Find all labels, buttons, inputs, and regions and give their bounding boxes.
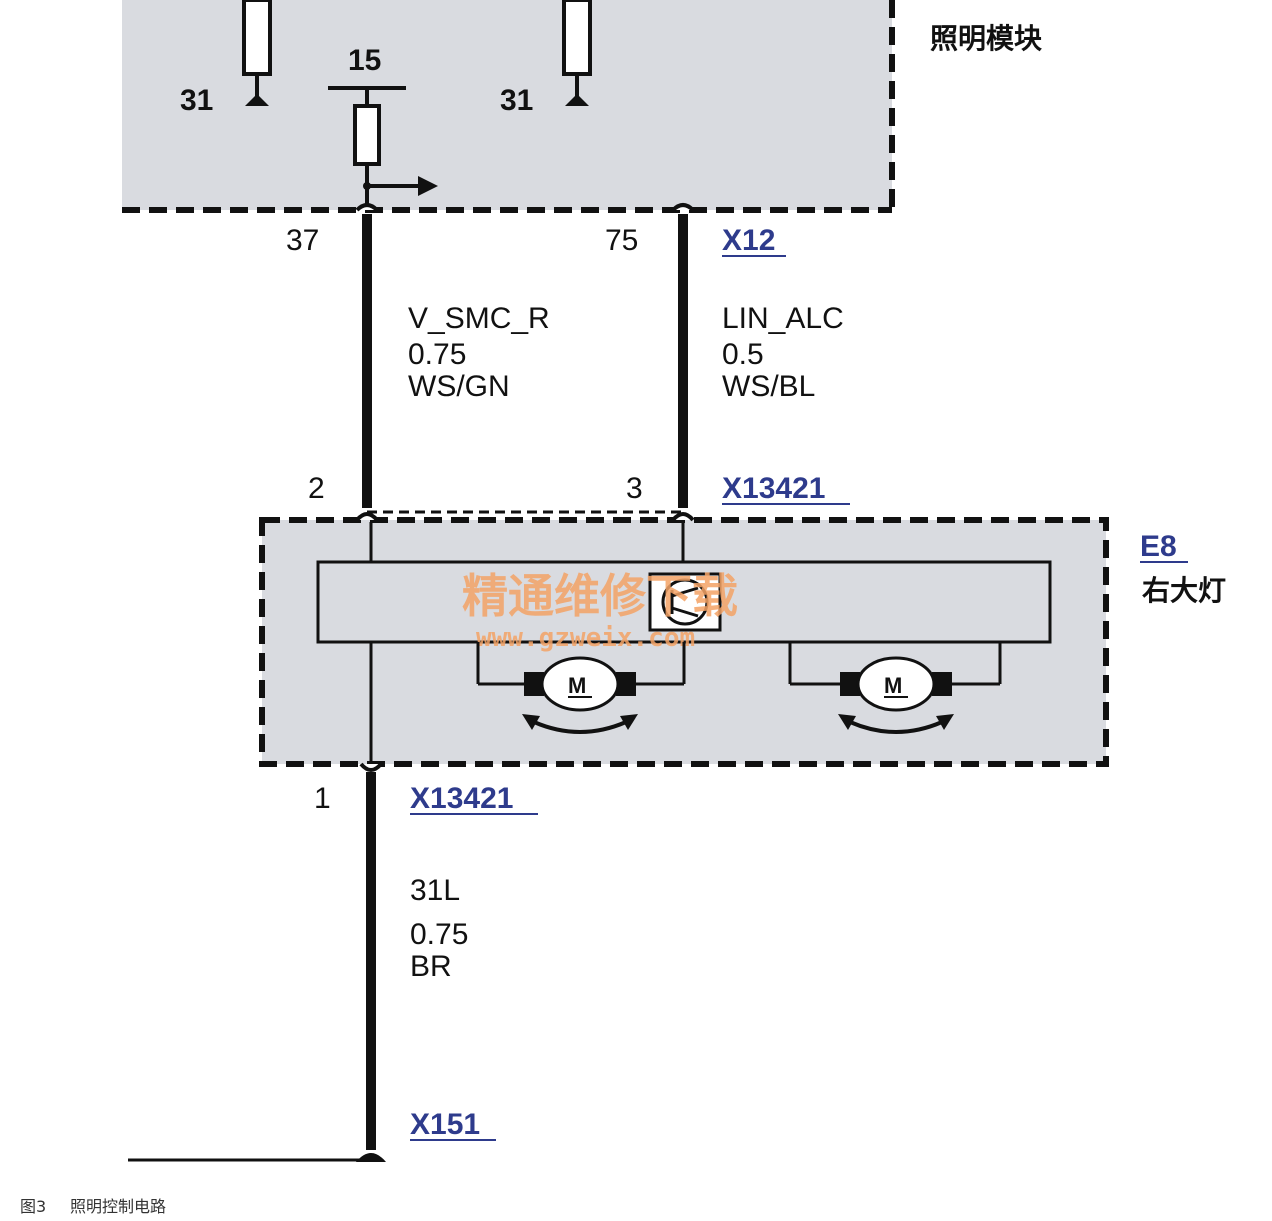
motor-icon <box>856 656 936 712</box>
wire-right-gauge: 0.5 <box>722 338 764 371</box>
motor-left: M <box>476 642 686 734</box>
lighting-module-name: 照明模块 <box>930 22 1042 55</box>
wire-right-signal: LIN_ALC <box>722 302 844 335</box>
rotation-arrow-icon <box>849 720 943 734</box>
right-resistor-ground: 31 <box>500 0 592 117</box>
ground-wire: 1 X13421 31L 0.75 BR X151 <box>128 772 538 1162</box>
left-resistor-ground: 31 <box>180 0 272 117</box>
wire-ground-gauge: 0.75 <box>410 918 468 951</box>
wire-ground-signal: 31L <box>410 874 460 907</box>
transistor-icon <box>661 578 709 626</box>
wire-left-gauge: 0.75 <box>408 338 466 371</box>
pin-37-label: 37 <box>286 224 319 257</box>
pin-2-socket-icon <box>355 512 379 522</box>
rotation-arrow-icon <box>533 720 627 734</box>
headlight-name: 右大灯 <box>1142 574 1226 607</box>
connector-x151: X151 <box>410 1108 480 1141</box>
wire-left-color: WS/GN <box>408 370 510 403</box>
wire-right-color: WS/BL <box>722 370 815 403</box>
pin-1-socket-icon <box>359 762 383 772</box>
figure-caption: 图3 照明控制电路 <box>20 1197 166 1216</box>
output-arrow-icon <box>418 176 438 196</box>
ground-symbol-icon <box>565 94 589 106</box>
pin-3-label: 3 <box>626 472 643 505</box>
wire-left-signal: V_SMC_R <box>408 302 550 335</box>
motor-icon <box>540 656 620 712</box>
caption-title: 照明控制电路 <box>70 1197 166 1216</box>
headlight-e8: 精通维修下载 www.gzweix.com M M <box>259 510 1226 772</box>
pin-37-socket-icon <box>355 203 379 212</box>
motor-left-label: M <box>568 673 586 698</box>
right-resistor <box>562 0 592 76</box>
pin-3-socket-icon <box>671 512 695 522</box>
pin-1-label: 1 <box>314 782 331 815</box>
wire-ground-color: BR <box>410 950 452 983</box>
terminal-15-label: 15 <box>348 44 381 77</box>
ground-point-icon <box>356 1153 386 1162</box>
terminal-15-resistor <box>353 104 381 166</box>
left-resistor <box>242 0 272 76</box>
terminal-15-circuit: 15 <box>328 44 438 210</box>
wires-module-to-headlight: V_SMC_R 0.75 WS/GN LIN_ALC 0.5 WS/BL 2 3… <box>308 214 850 508</box>
ground-symbol-icon <box>245 94 269 106</box>
connector-x12: X12 <box>722 224 775 257</box>
connector-x13421-top: X13421 <box>722 472 825 505</box>
pin-2-label: 2 <box>308 472 325 505</box>
pin-75-socket-icon <box>671 203 695 212</box>
lin-transceiver <box>648 572 722 632</box>
ground-label-right: 31 <box>500 84 533 117</box>
ground-label-left: 31 <box>180 84 213 117</box>
module-connector-pins: 37 75 X12 <box>286 203 786 257</box>
pin-75-label: 75 <box>605 224 638 257</box>
lighting-module: 照明模块 31 31 15 <box>122 0 1042 213</box>
headlight-code: E8 <box>1140 530 1177 563</box>
motor-right-label: M <box>884 673 902 698</box>
watermark-url: www.gzweix.com <box>476 623 695 653</box>
motor-right: M <box>788 642 1002 734</box>
connector-x13421-bottom: X13421 <box>410 782 513 815</box>
caption-figure: 图3 <box>20 1197 46 1216</box>
watermark-text: 精通维修下载 <box>462 569 738 623</box>
